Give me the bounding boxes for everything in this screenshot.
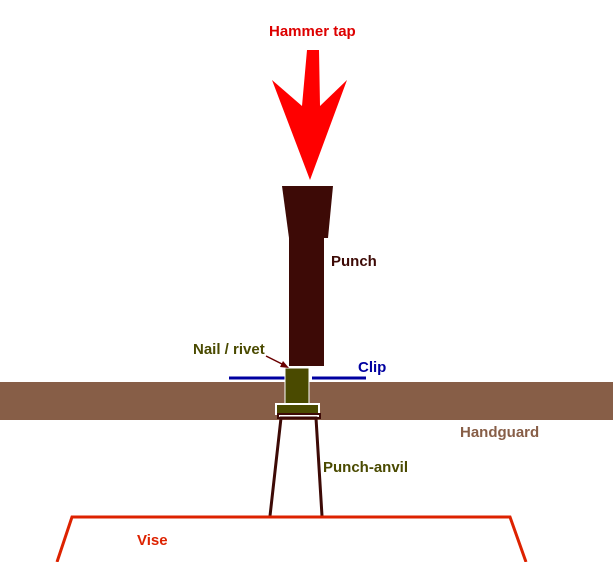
punch-anvil <box>268 413 324 517</box>
anvil-legs <box>268 416 324 517</box>
handguard-label: Handguard <box>460 424 540 441</box>
punch <box>282 186 333 366</box>
punch-shaft <box>289 236 324 366</box>
nail-body <box>284 367 310 405</box>
hammer-arrow-head <box>272 50 347 180</box>
nail-washer <box>275 403 320 415</box>
punch-head <box>282 186 333 238</box>
punch-anvil-label: Punch-anvil <box>323 459 409 476</box>
nail-rivet <box>275 367 320 415</box>
vise-label: Vise <box>137 532 168 549</box>
nail-pointer <box>265 355 289 368</box>
hammer-arrow <box>272 50 347 180</box>
clip-label: Clip <box>358 359 387 376</box>
punch-label: Punch <box>331 253 377 270</box>
nail-rivet-label: Nail / rivet <box>193 341 265 358</box>
hammer-tap-label: Hammer tap <box>269 23 356 40</box>
vise-outline <box>55 515 528 562</box>
